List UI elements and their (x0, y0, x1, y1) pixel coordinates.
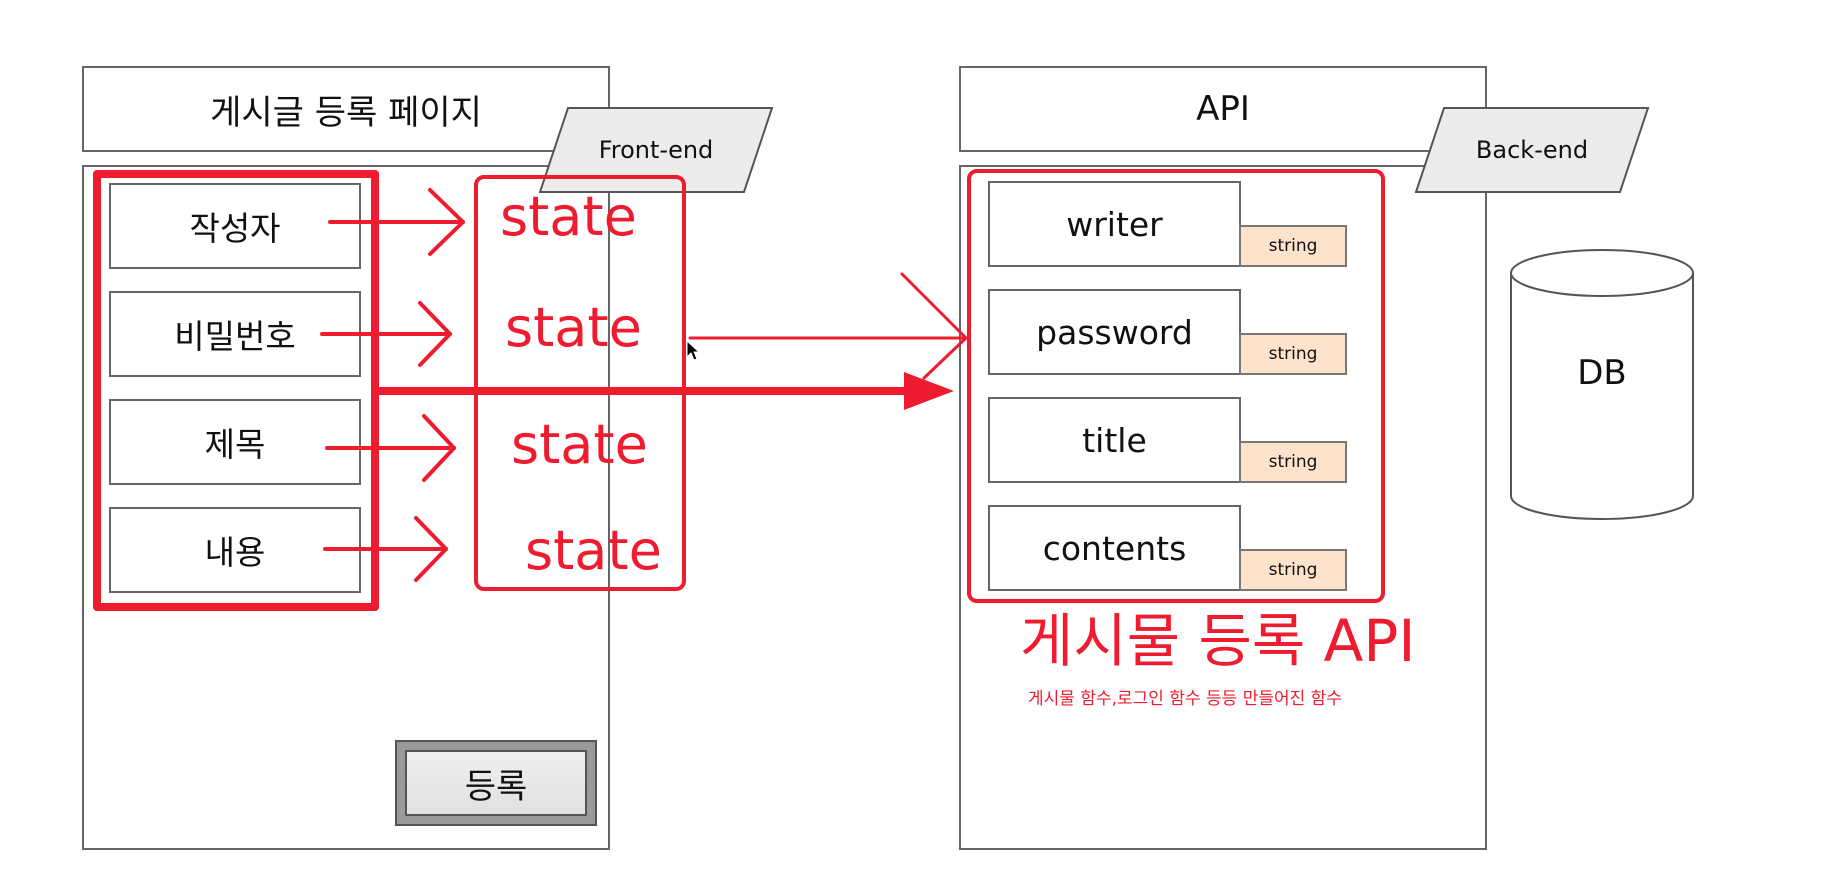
password-input-label: 비밀번호 (174, 317, 296, 356)
field-to-state-arrow (323, 516, 448, 582)
password-state-label: state (505, 296, 642, 359)
api-annotation-note: 게시물 함수,로그인 함수 등등 만들어진 함수 (1028, 689, 1342, 709)
backend-tag-shape (1414, 107, 1650, 193)
api-field-writer: writer (988, 181, 1241, 267)
api-field-password: password (988, 289, 1241, 375)
states-highlight-box (474, 175, 686, 591)
input-fields-highlight-box (93, 170, 379, 611)
db-cylinder: DB (1508, 248, 1696, 522)
field-to-state-arrow (328, 188, 465, 256)
api-field-contents-type: string (1239, 549, 1347, 591)
writer-input-label: 작성자 (189, 209, 281, 248)
api-field-password-type: string (1239, 333, 1347, 375)
submit-button-face[interactable]: 등록 (405, 750, 587, 816)
frontend-tag-shape (538, 107, 774, 193)
api-field-title-type: string (1239, 441, 1347, 483)
db-cylinder-shape (1510, 249, 1694, 520)
state-to-api-arrow (688, 272, 968, 380)
frontend-page-title: 게시글 등록 페이지 (82, 66, 610, 152)
frontend-tag: Front-end (538, 106, 774, 194)
title-input-field[interactable]: 제목 (109, 399, 361, 485)
writer-input-field[interactable]: 작성자 (109, 183, 361, 269)
submit-button[interactable]: 등록 (395, 740, 597, 826)
api-field-contents: contents (988, 505, 1241, 591)
backend-api-title: API (959, 66, 1487, 152)
api-annotation-title: 게시물 등록 API (1020, 607, 1416, 675)
title-input-label: 제목 (204, 425, 266, 464)
password-input-field[interactable]: 비밀번호 (109, 291, 361, 377)
field-to-state-arrow (325, 414, 456, 482)
frontend-to-api-arrowhead (904, 372, 954, 410)
contents-input-label: 내용 (204, 533, 266, 572)
field-to-state-arrow (320, 301, 452, 367)
db-label: DB (1577, 353, 1627, 393)
api-fields-highlight-box (967, 169, 1385, 603)
backend-tag: Back-end (1414, 106, 1650, 194)
contents-input-field[interactable]: 내용 (109, 507, 361, 593)
contents-state-label: state (525, 519, 662, 582)
api-field-writer-type: string (1239, 225, 1347, 267)
title-state-label: state (511, 413, 648, 476)
backend-tag-label: Back-end (1475, 136, 1589, 164)
api-field-title: title (988, 397, 1241, 483)
mouse-cursor-icon (686, 340, 700, 361)
frontend-tag-label: Front-end (598, 136, 714, 164)
writer-state-label: state (500, 185, 637, 248)
